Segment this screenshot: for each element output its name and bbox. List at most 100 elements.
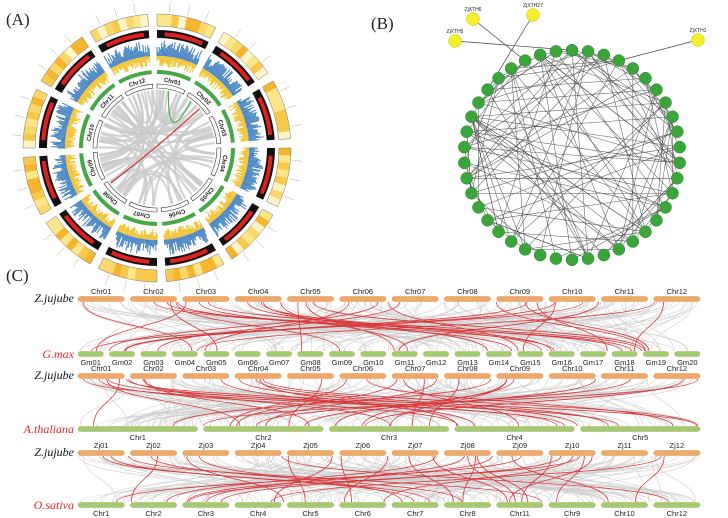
blue-bar bbox=[185, 52, 189, 61]
synteny-link-red bbox=[239, 378, 578, 427]
yellow-bar bbox=[170, 57, 174, 69]
synteny-link-grey bbox=[579, 378, 644, 427]
yellow-bar bbox=[194, 228, 197, 232]
chromosome-label: Zj04 bbox=[251, 441, 266, 450]
yellow-bar bbox=[110, 68, 116, 76]
heat-track bbox=[97, 257, 158, 283]
blue-bar bbox=[214, 218, 220, 225]
synteny-link-red bbox=[125, 301, 556, 352]
blue-bar bbox=[220, 214, 230, 225]
blue-bar bbox=[56, 173, 69, 178]
blue-bar bbox=[213, 63, 224, 77]
species-name-zjujube: Z.jujube bbox=[34, 291, 74, 305]
heat-cell bbox=[58, 51, 73, 65]
blue-bar bbox=[78, 209, 90, 221]
blue-bar bbox=[242, 182, 256, 189]
network-edge bbox=[464, 89, 657, 148]
synteny-link-red bbox=[365, 378, 684, 427]
yellow-bar bbox=[92, 81, 97, 86]
blue-bar bbox=[92, 219, 101, 229]
synteny-link-grey bbox=[302, 455, 605, 503]
heat-cell bbox=[31, 190, 46, 202]
blue-bar bbox=[78, 208, 89, 217]
blue-bar bbox=[77, 83, 86, 91]
synteny-link-grey bbox=[145, 378, 175, 427]
yellow-bar bbox=[231, 190, 237, 195]
heat-cell bbox=[24, 117, 39, 128]
yellow-bar bbox=[133, 232, 136, 238]
chromosome-label: Chr5 bbox=[302, 509, 318, 518]
synteny-link-grey bbox=[163, 378, 230, 427]
network-node bbox=[666, 187, 679, 200]
yellow-bar bbox=[168, 230, 172, 240]
gene-tick bbox=[289, 178, 300, 182]
network-edge bbox=[571, 50, 678, 132]
blue-bar bbox=[186, 234, 191, 246]
heat-cell bbox=[225, 245, 239, 260]
yellow-bar bbox=[65, 159, 71, 162]
chromosome-label: Zj12 bbox=[670, 441, 685, 450]
blue-bar bbox=[71, 95, 79, 101]
circos-link bbox=[120, 90, 154, 124]
blue-bar bbox=[69, 188, 75, 192]
yellow-bar bbox=[207, 218, 212, 223]
network-edge bbox=[472, 18, 526, 61]
synteny-link-grey bbox=[235, 455, 606, 503]
blue-bar bbox=[69, 193, 78, 199]
network-node-label: ZjXTH27 bbox=[523, 3, 543, 9]
yellow-bar bbox=[66, 163, 76, 167]
blue-bar bbox=[243, 113, 257, 119]
chromosome-label: Gm19 bbox=[646, 358, 666, 367]
yellow-bar bbox=[137, 233, 140, 239]
yellow-bar bbox=[117, 64, 122, 71]
blue-bar bbox=[244, 174, 258, 179]
blue-bar bbox=[246, 167, 261, 172]
blue-bar bbox=[180, 236, 186, 252]
synteny-link-red bbox=[83, 378, 565, 427]
blue-bar bbox=[166, 45, 170, 57]
yellow-bar bbox=[77, 101, 83, 106]
yellow-bar bbox=[237, 126, 247, 130]
yellow-bar bbox=[191, 225, 196, 233]
yellow-bar bbox=[239, 153, 249, 155]
yellow-bar bbox=[79, 98, 84, 102]
yellow-bar bbox=[198, 220, 204, 228]
heat-cell bbox=[269, 188, 284, 200]
yellow-bar bbox=[184, 60, 188, 66]
blue-bar bbox=[234, 196, 244, 203]
blue-bar bbox=[210, 61, 220, 74]
yellow-bar bbox=[210, 74, 214, 79]
yellow-bar bbox=[165, 56, 168, 66]
yellow-bar bbox=[187, 61, 191, 66]
yellow-bar bbox=[232, 109, 242, 115]
network-edge bbox=[471, 116, 605, 256]
yellow-bar bbox=[120, 223, 125, 233]
yellow-bar bbox=[137, 57, 140, 64]
chromosome-label: Zj07 bbox=[408, 441, 423, 450]
blue-bar bbox=[245, 120, 260, 125]
yellow-bar bbox=[85, 89, 92, 95]
yellow-bar bbox=[193, 222, 198, 231]
yellow-bar bbox=[207, 73, 213, 80]
synteny-link-grey bbox=[603, 301, 635, 352]
blue-bar bbox=[236, 193, 244, 199]
yellow-bar bbox=[193, 221, 199, 231]
yellow-bar bbox=[96, 77, 103, 85]
synteny-link-grey bbox=[464, 301, 512, 352]
blue-bar bbox=[57, 109, 72, 116]
yellow-bar bbox=[93, 81, 101, 90]
yellow-bar bbox=[134, 58, 138, 68]
blue-bar bbox=[89, 213, 94, 218]
yellow-bar bbox=[128, 60, 132, 67]
blue-bar bbox=[248, 139, 260, 142]
synteny-link-red bbox=[204, 301, 350, 352]
yellow-bar bbox=[206, 211, 214, 221]
yellow-bar bbox=[203, 69, 207, 74]
blue-bar bbox=[140, 51, 143, 58]
blue-bar bbox=[241, 108, 248, 112]
blue-bar bbox=[51, 129, 67, 133]
blue-bar bbox=[239, 100, 255, 108]
yellow-bar bbox=[182, 229, 186, 236]
heat-cell bbox=[34, 196, 49, 209]
synteny-link-red bbox=[263, 301, 488, 352]
